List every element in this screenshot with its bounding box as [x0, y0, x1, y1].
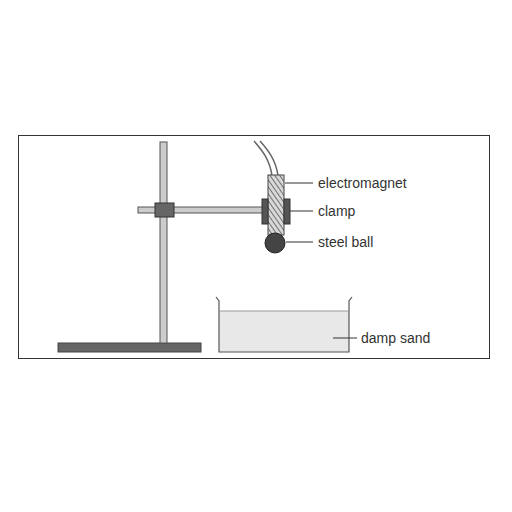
- electromagnet-coil: [268, 175, 284, 235]
- steel-ball: [265, 233, 285, 253]
- part-label: steel ball: [318, 234, 373, 250]
- leader-line: [333, 338, 357, 339]
- frame: [19, 136, 490, 359]
- part-label: damp sand: [361, 330, 430, 346]
- part-label: clamp: [318, 203, 355, 219]
- sand-surface: [219, 311, 349, 312]
- boss-head: [155, 203, 174, 217]
- tray: [216, 297, 352, 352]
- leader-line: [286, 242, 313, 243]
- leader-line: [285, 183, 313, 184]
- sand: [219, 311, 349, 352]
- wire: [254, 141, 272, 176]
- clamp-jaw: [262, 199, 268, 224]
- stand-rod: [160, 142, 167, 343]
- part-label: electromagnet: [318, 175, 407, 191]
- wire: [260, 141, 278, 176]
- leader-line: [290, 211, 313, 212]
- clamp-jaw: [284, 199, 290, 224]
- stand-base: [58, 343, 201, 352]
